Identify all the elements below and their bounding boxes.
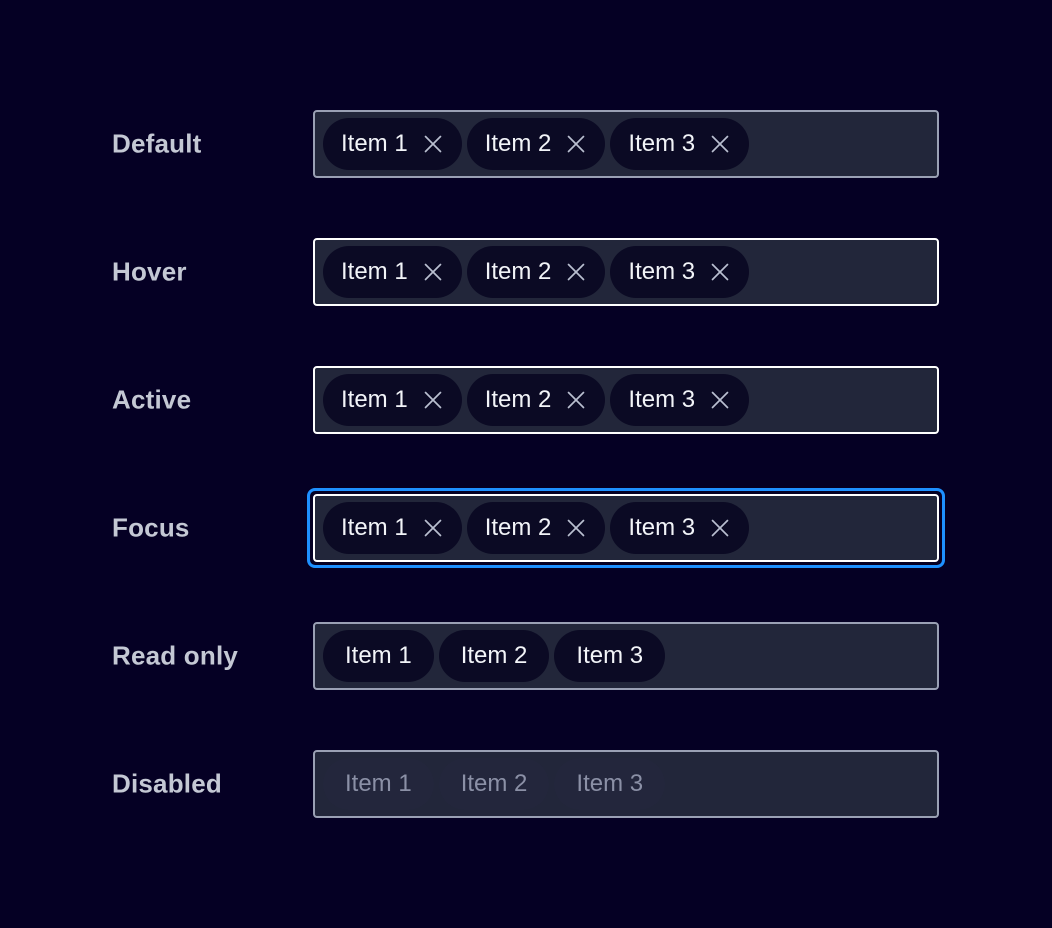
chip-label: Item 2 <box>484 258 552 285</box>
close-icon[interactable] <box>709 261 731 283</box>
chip-label: Item 2 <box>484 386 552 413</box>
chip[interactable]: Item 2 <box>466 118 606 170</box>
chip-label: Item 2 <box>460 770 528 797</box>
chip[interactable]: Item 3 <box>610 118 750 170</box>
chip[interactable]: Item 1 <box>323 630 434 682</box>
chip[interactable]: Item 3 <box>610 374 750 426</box>
chip[interactable]: Item 1 <box>323 246 462 298</box>
close-icon[interactable] <box>709 389 731 411</box>
chip-label: Item 2 <box>484 130 552 157</box>
chips-input-disabled: Item 1 Item 2 Item 3 <box>313 750 939 818</box>
chip[interactable]: Item 1 <box>323 502 462 554</box>
chip: Item 1 <box>323 758 434 810</box>
close-icon[interactable] <box>422 389 444 411</box>
chip-label: Item 2 <box>484 514 552 541</box>
state-label-disabled: Disabled <box>112 768 222 799</box>
close-icon[interactable] <box>709 517 731 539</box>
chip-label: Item 3 <box>628 514 696 541</box>
state-row-readonly: Read only Item 1 Item 2 Item 3 <box>0 622 1052 690</box>
chip[interactable]: Item 1 <box>323 118 462 170</box>
chip-label: Item 1 <box>341 514 408 541</box>
close-icon[interactable] <box>565 261 587 283</box>
chips-input-hover[interactable]: Item 1 Item 2 Item 3 <box>313 238 939 306</box>
chips-input-focus[interactable]: Item 1 Item 2 Item 3 <box>313 494 939 562</box>
chip-label: Item 1 <box>341 258 408 285</box>
chips-input-active[interactable]: Item 1 Item 2 Item 3 <box>313 366 939 434</box>
chip[interactable]: Item 3 <box>554 630 666 682</box>
chip-label: Item 2 <box>460 642 528 669</box>
chip[interactable]: Item 2 <box>466 502 606 554</box>
state-row-disabled: Disabled Item 1 Item 2 Item 3 <box>0 750 1052 818</box>
chip: Item 3 <box>554 758 666 810</box>
chip[interactable]: Item 2 <box>438 630 550 682</box>
chip[interactable]: Item 2 <box>466 374 606 426</box>
chips-input-default[interactable]: Item 1 Item 2 Item 3 <box>313 110 939 178</box>
close-icon[interactable] <box>565 517 587 539</box>
chip[interactable]: Item 3 <box>610 246 750 298</box>
chip-label: Item 1 <box>345 642 412 669</box>
state-row-hover: Hover Item 1 Item 2 Item 3 <box>0 238 1052 306</box>
chip-label: Item 3 <box>628 258 696 285</box>
chip-label: Item 3 <box>576 642 644 669</box>
state-label-hover: Hover <box>112 256 187 287</box>
chip[interactable]: Item 1 <box>323 374 462 426</box>
chips-input-readonly[interactable]: Item 1 Item 2 Item 3 <box>313 622 939 690</box>
state-row-focus: Focus Item 1 Item 2 Item 3 <box>0 488 1052 568</box>
chip-label: Item 1 <box>345 770 412 797</box>
state-label-readonly: Read only <box>112 640 239 671</box>
chip[interactable]: Item 3 <box>610 502 750 554</box>
state-row-default: Default Item 1 Item 2 Item 3 <box>0 110 1052 178</box>
chip-label: Item 3 <box>628 386 696 413</box>
chip: Item 2 <box>438 758 550 810</box>
close-icon[interactable] <box>422 133 444 155</box>
chip[interactable]: Item 2 <box>466 246 606 298</box>
state-label-default: Default <box>112 128 202 159</box>
state-row-active: Active Item 1 Item 2 Item 3 <box>0 366 1052 434</box>
close-icon[interactable] <box>422 517 444 539</box>
close-icon[interactable] <box>565 133 587 155</box>
chip-label: Item 1 <box>341 130 408 157</box>
chip-label: Item 3 <box>628 130 696 157</box>
chip-label: Item 3 <box>576 770 644 797</box>
close-icon[interactable] <box>709 133 731 155</box>
close-icon[interactable] <box>565 389 587 411</box>
chip-label: Item 1 <box>341 386 408 413</box>
state-label-active: Active <box>112 384 192 415</box>
state-label-focus: Focus <box>112 512 190 543</box>
close-icon[interactable] <box>422 261 444 283</box>
